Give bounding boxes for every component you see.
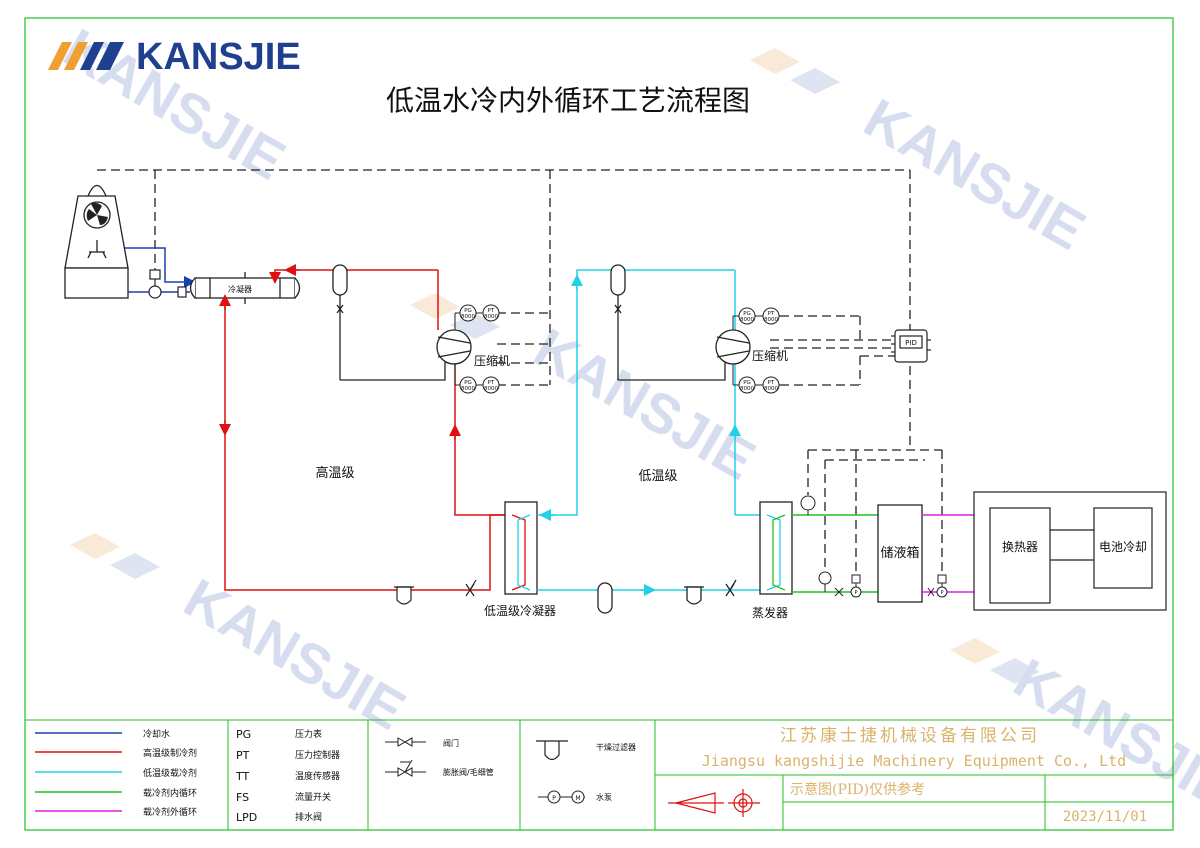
legend-item-cooling-water: 冷却水 [35,728,170,740]
abbreviation-legend: PG 压力表 PT 压力控制器 TT 温度传感器 FS 流量开关 LPD 排水阀 [235,728,340,824]
gauge-pg-low-bottom-range: 8000 [740,386,754,392]
cooling-water-pump [148,269,187,299]
abbr-desc-pt: 压力控制器 [295,749,340,761]
pid-controller [891,329,931,363]
tank-label: 储液箱 [880,545,919,561]
gauge-pt-low-bottom: PT [768,380,775,386]
gauge-pg-low-bottom: PG [743,380,751,386]
reference-note: 示意图(PID)仅供参考 [790,781,925,798]
customer-side [973,491,1167,611]
gauge-pt-low-top-range: 8000 [764,317,778,323]
abbr-desc-pg: 压力表 [295,728,322,740]
abbr-desc-fs: 流量开关 [295,791,331,803]
high-stage-gauges [454,304,500,394]
cascade-condenser-label: 低温级冷凝器 [484,603,556,618]
expansion-valve-icon [385,759,426,777]
pid-label: PID [905,339,917,347]
gauge-pt-high-top-range: 8000 [484,314,498,320]
brand-logo: KANSJIE [48,36,301,78]
battery-cooling-label: 电池冷却 [1099,540,1147,554]
abbr-code-pt: PT [236,749,250,762]
signal-lines [97,169,943,575]
gauge-pg-low-top: PG [743,311,751,317]
condenser-label: 冷凝器 [228,284,252,294]
legend-item-outer-loop: 载冷剂外循环 [35,806,197,818]
inner-loop-lines [792,514,878,593]
abbr-desc-tt: 温度传感器 [295,770,340,782]
gauge-pt-high-top: PT [488,308,495,314]
evaporator-label: 蒸发器 [752,605,788,620]
projection-symbol-icon [668,789,760,817]
abbr-code-tt: TT [235,770,250,783]
abbr-code-pg: PG [236,728,251,741]
water-pump-icon [538,790,585,804]
low-stage-label: 低温级 [638,469,677,484]
watermark-text-2: KANSJIE [854,86,1096,262]
gauge-pg-low-top-range: 8000 [740,317,754,323]
pump-icon-p: P [552,795,556,802]
high-stage-components [332,264,472,381]
abbr-code-lpd: LPD [236,811,257,824]
inner-loop-instruments [800,495,862,598]
symbol-label-pump: 水泵 [596,792,612,802]
legend-label-low-refrigerant: 低温级载冷剂 [143,767,197,779]
abbr-desc-lpd: 排水阀 [295,811,322,823]
watermark-stripes [70,48,1040,684]
abbr-code-fs: FS [236,791,249,804]
high-stage-label: 高温级 [315,465,354,481]
inner-pump-tag: P [854,590,857,596]
symbol-label-dryer: 干燥过滤器 [596,742,636,752]
dryer-filter-icon [536,740,568,761]
drawing-date: 2023/11/01 [1063,809,1147,825]
cascade-condenser [504,501,538,595]
outer-pump-tag: P [940,590,943,596]
drawing-frame [24,17,1174,831]
company-name-cn: 江苏康士捷机械设备有限公司 [780,726,1040,746]
gauge-pt-low-bottom-range: 8000 [764,386,778,392]
evaporator [759,501,793,595]
symbol-label-expansion: 膨胀阀/毛细管 [443,767,494,777]
legend-item-high-refrigerant: 高温级制冷剂 [35,747,197,759]
outer-loop-instruments [927,574,948,598]
high-stage-refrigerant-lines [219,264,505,591]
gauge-pg-high-top-range: 8000 [461,314,475,320]
liquid-tank [877,504,923,603]
company-name-en: Jiangsu kangshijie Machinery Equipment C… [702,752,1126,770]
legend-item-inner-loop: 载冷剂内循环 [35,787,197,799]
gate-valve-icon [385,737,426,747]
logo-text: KANSJIE [136,36,301,78]
high-stage-filter-valve [394,579,477,605]
gauge-pg-high-bottom: PG [464,380,472,386]
heat-exchanger-label: 换热器 [1002,540,1038,554]
line-legend: 冷却水 高温级制冷剂 低温级载冷剂 载冷剂内循环 载冷剂外循环 [35,728,197,818]
title-block-grid [25,719,1173,830]
compressor-low-label: 压缩机 [752,348,788,363]
gauge-pt-high-bottom-range: 8000 [484,386,498,392]
gauge-pg-high-bottom-range: 8000 [461,386,475,392]
gauge-pt-high-bottom: PT [488,380,495,386]
legend-label-cooling-water: 冷却水 [143,728,170,740]
compressor-high-label: 压缩机 [474,353,510,368]
pump-icon-m: M [575,795,580,802]
legend-item-low-refrigerant: 低温级载冷剂 [35,767,197,779]
legend-label-high-refrigerant: 高温级制冷剂 [143,747,197,759]
gauge-pg-high-top: PG [464,308,472,314]
watermark-layer: KANSJIE KANSJIE KANSJIE KANSJIE KANSJIE [54,16,1200,822]
gauge-pt-low-top: PT [768,311,775,317]
diagram-title: 低温水冷内外循环工艺流程图 [386,84,750,117]
symbol-label-valve: 阀门 [443,738,459,748]
legend-label-inner-loop: 载冷剂内循环 [143,787,197,799]
cooling-tower [64,184,129,299]
symbol-legend: 阀门 膨胀阀/毛细管 干燥过滤器 P M 水泵 [385,737,636,804]
fan-icon [86,202,108,225]
low-stage-gauges [732,307,780,394]
low-stage-components [597,264,751,614]
watermark-text-4: KANSJIE [174,566,416,742]
legend-label-outer-loop: 载冷剂外循环 [143,806,197,818]
